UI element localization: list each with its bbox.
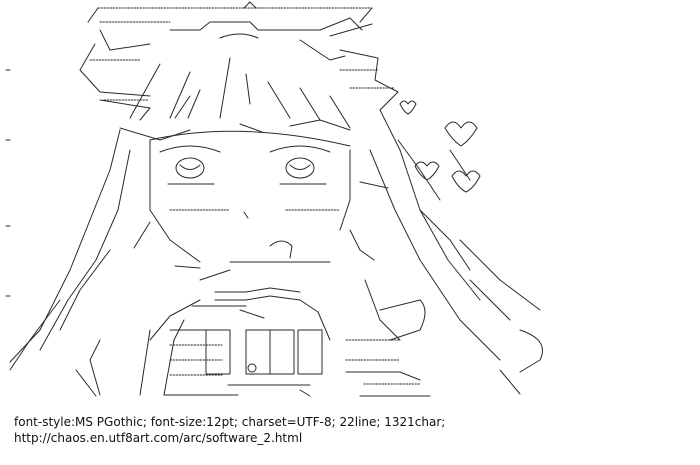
left-eye [159, 145, 231, 211]
hat-band [87, 1, 373, 61]
right-clothing [345, 279, 431, 397]
art-metadata-line: font-style:MS PGothic; font-size:12pt; c… [14, 415, 446, 429]
ascii-art-illustration [5, 1, 543, 397]
collar [149, 287, 331, 341]
accent-strokes [5, 69, 389, 297]
hat-right-flap [339, 49, 399, 111]
hat-left-flap [79, 43, 151, 121]
right-arm [397, 139, 543, 395]
right-eye [269, 145, 341, 211]
art-metadata-footer: font-style:MS PGothic; font-size:12pt; c… [14, 414, 445, 446]
hair-strands [119, 57, 351, 141]
face [149, 130, 351, 263]
torso [75, 319, 323, 397]
source-url: http://chaos.en.utf8art.com/arc/software… [14, 431, 303, 445]
hair-outline [9, 109, 501, 371]
mouth [174, 211, 331, 269]
heart-symbols [399, 100, 481, 193]
ascii-art-drawing [5, 1, 543, 397]
